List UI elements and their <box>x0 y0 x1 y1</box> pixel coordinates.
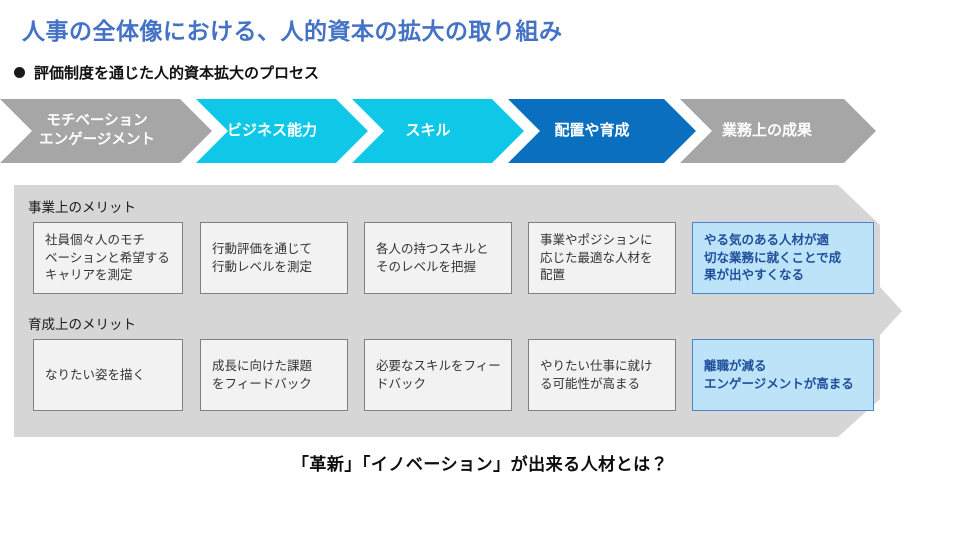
box-line: 事業やポジションに <box>540 232 653 247</box>
box-line: 果が出やすくなる <box>704 268 805 283</box>
box-line: ベーションと希望する <box>45 250 170 265</box>
development-merit-box-4: やりたい仕事に就け る可能性が高まる <box>528 339 676 411</box>
development-merit-box-3: 必要なスキルをフィー ドバック <box>364 339 512 411</box>
development-merit-label: 育成上のメリット <box>28 317 136 332</box>
process-step-label-line1: 配置や育成 <box>554 122 630 140</box>
development-merit-box-2: 成長に向けた課題 をフィードバック <box>200 339 348 411</box>
process-step-business-capability: ビジネス能力 <box>196 99 368 163</box>
box-line: ドバック <box>376 376 427 391</box>
box-line: る可能性が高まる <box>540 376 641 391</box>
box-line: 応じた最適な人材を <box>540 250 653 265</box>
page-title: 人事の全体像における、人的資本の拡大の取り組み <box>22 18 563 44</box>
box-line: キャリアを測定 <box>45 268 133 283</box>
business-merit-box-5-highlighted: やる気のある人材が適 切な業務に就くことで成 果が出やすくなる <box>692 222 874 294</box>
process-step-label-line1: スキル <box>405 122 451 140</box>
business-merit-label: 事業上のメリット <box>28 200 136 215</box>
process-chevron-row: モチベーション エンゲージメント ビジネス能力 スキル 配置や育成 業務上の成果 <box>0 99 960 163</box>
box-line: そのレベルを把握 <box>376 259 477 274</box>
box-line: 成長に向けた課題 <box>212 358 313 373</box>
business-merit-box-4: 事業やポジションに 応じた最適な人材を 配置 <box>528 222 676 294</box>
box-line: 行動評価を通じて <box>212 241 313 256</box>
business-merit-box-2: 行動評価を通じて 行動レベルを測定 <box>200 222 348 294</box>
process-step-label-line2: エンゲージメント <box>39 132 155 148</box>
process-step-placement-development: 配置や育成 <box>508 99 696 163</box>
subtitle-text: 評価制度を通じた人的資本拡大のプロセス <box>34 65 320 82</box>
box-line: 切な業務に就くことで成 <box>704 250 842 265</box>
box-line: 社員個々人のモチ <box>45 232 146 247</box>
bullet-dot-icon <box>14 67 25 78</box>
box-line: エンゲージメントが高まる <box>704 376 854 391</box>
box-line: をフィードバック <box>212 376 312 391</box>
business-merit-box-3: 各人の持つスキルと そのレベルを把握 <box>364 222 512 294</box>
development-merit-box-5-highlighted: 離職が減る エンゲージメントが高まる <box>692 339 874 411</box>
box-line: やる気のある人材が適 <box>704 232 830 247</box>
box-line: 離職が減る <box>704 358 767 373</box>
box-line: 配置 <box>540 268 566 283</box>
box-line: 必要なスキルをフィー <box>376 358 501 373</box>
process-step-label-line1: モチベーション <box>46 113 148 130</box>
process-step-skill: スキル <box>352 99 524 163</box>
box-line: やりたい仕事に就け <box>540 358 653 373</box>
box-line: 行動レベルを測定 <box>212 259 313 274</box>
process-step-label-line1: ビジネス能力 <box>226 122 317 140</box>
process-step-label-line1: 業務上の成果 <box>721 122 812 140</box>
development-merit-box-1: なりたい姿を描く <box>33 339 183 411</box>
process-step-motivation-engagement: モチベーション エンゲージメント <box>0 99 212 163</box>
business-merit-box-1: 社員個々人のモチ ベーションと希望する キャリアを測定 <box>33 222 183 294</box>
slide-caption: 「革新」「イノベーション」が出来る人材とは？ <box>291 455 669 474</box>
box-line: 各人の持つスキルと <box>376 241 489 256</box>
subtitle-row: 評価制度を通じた人的資本拡大のプロセス <box>14 62 319 83</box>
process-step-business-results: 業務上の成果 <box>680 99 876 163</box>
box-line: なりたい姿を描く <box>45 367 146 382</box>
